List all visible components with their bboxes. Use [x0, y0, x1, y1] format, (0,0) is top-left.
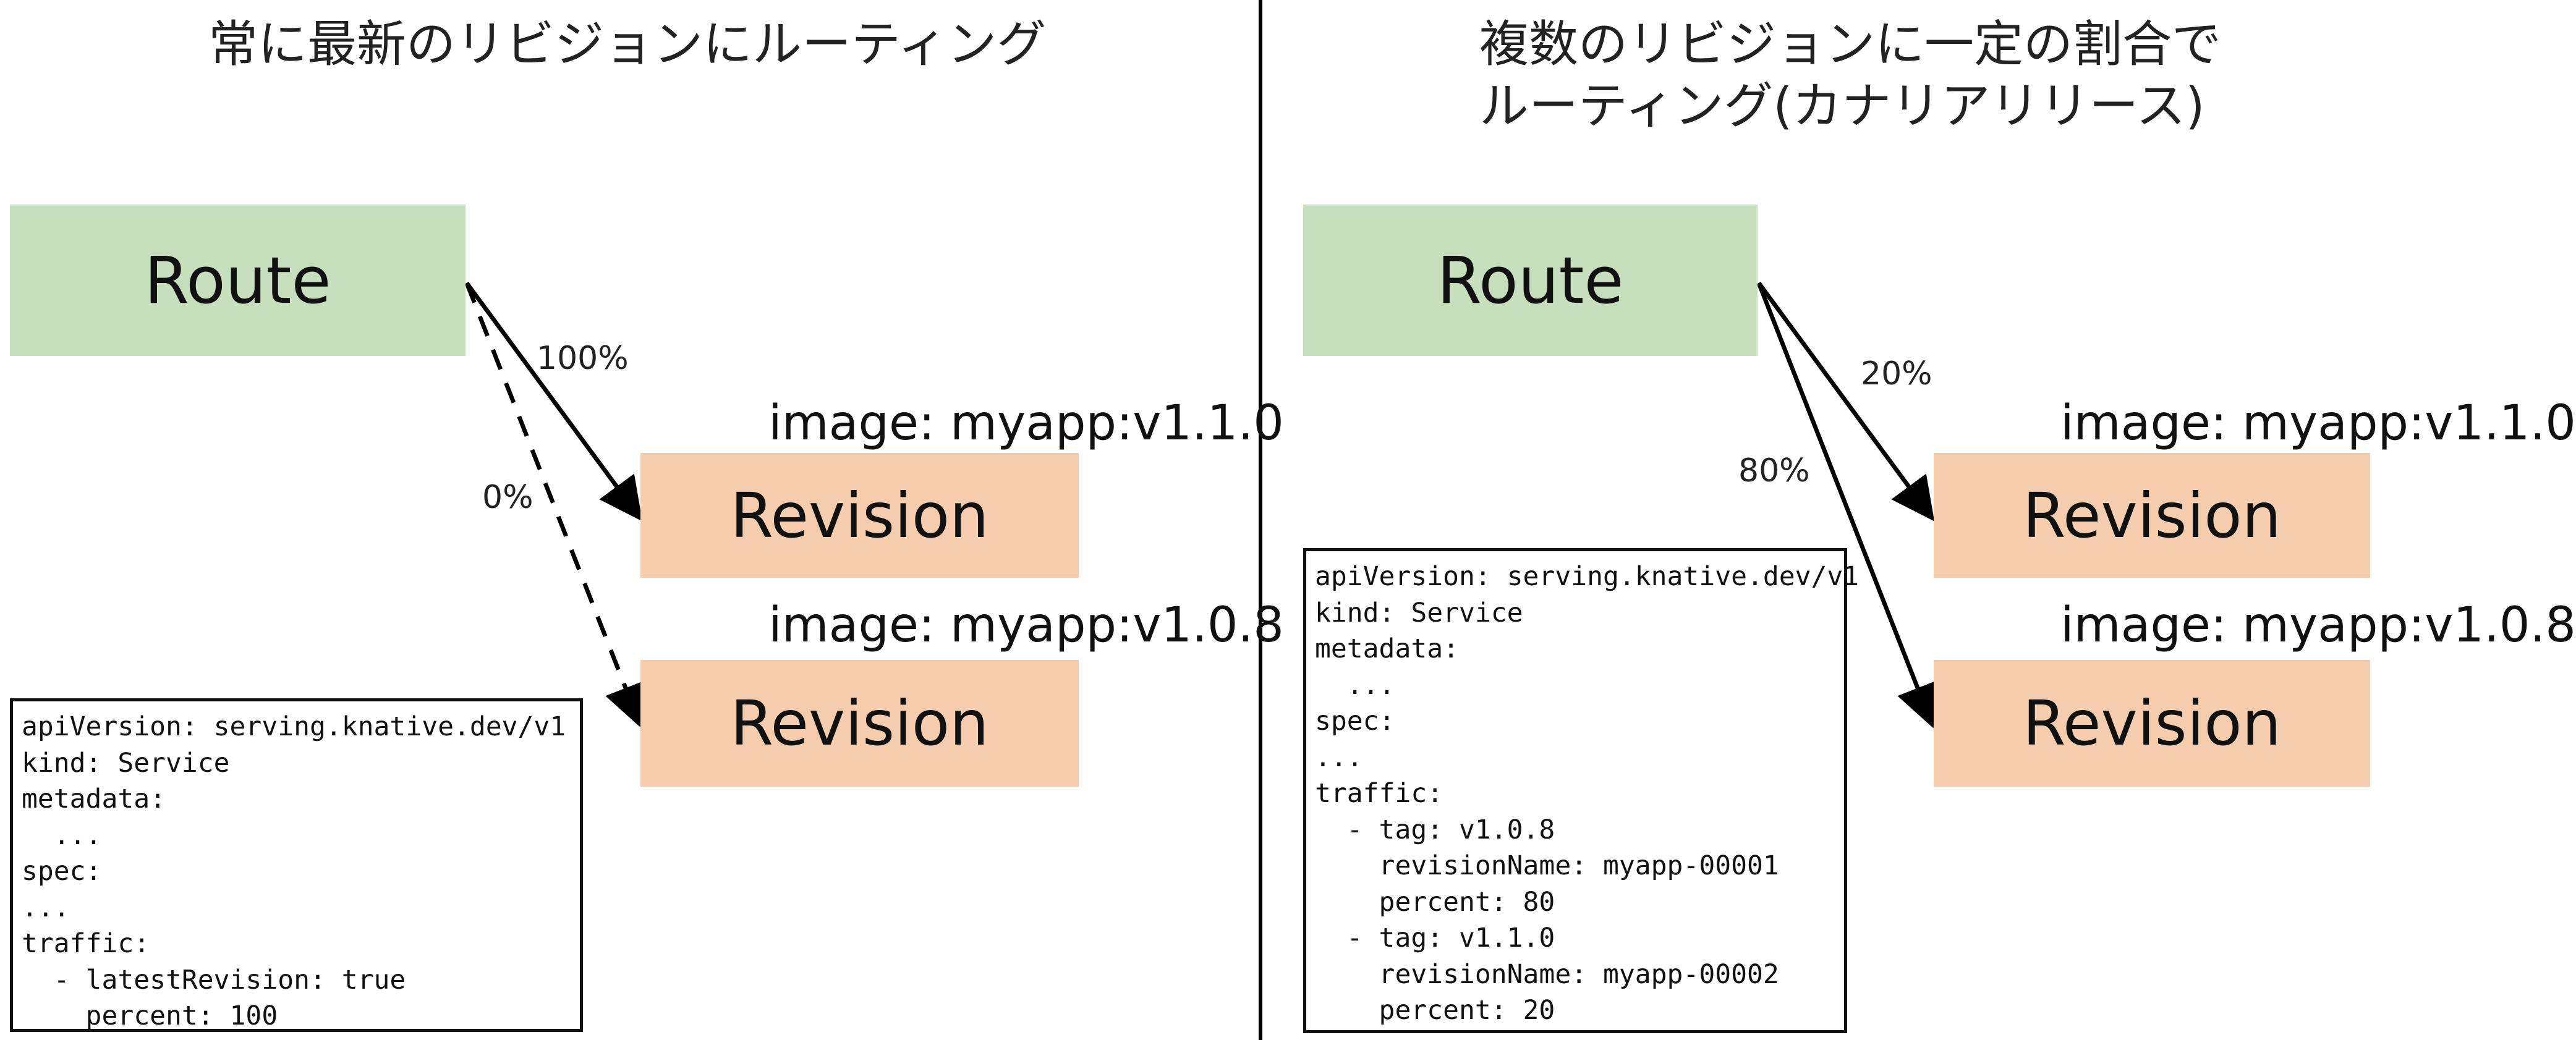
code-line: apiVersion: serving.knative.dev/v1 — [22, 711, 566, 742]
code-line: metadata: — [22, 784, 166, 814]
revision-box-v108-left: Revision — [640, 660, 1079, 787]
code-line: percent: 80 — [1315, 886, 1555, 918]
edge-label-0: 0% — [482, 479, 533, 516]
code-line: - latestRevision: true — [22, 964, 406, 996]
right-title: 複数のリビジョンに一定の割合で ルーティング(カナリアリリース) — [1479, 14, 2221, 137]
code-line: metadata: — [1315, 633, 1459, 664]
code-line: - tag: v1.1.0 — [1315, 923, 1555, 953]
revision-box-v110-right: Revision — [1934, 453, 2370, 578]
right-title-line-2: ルーティング(カナリアリリース) — [1479, 77, 2205, 135]
code-line: - tag: v1.0.8 — [1315, 814, 1555, 845]
yaml-snippet-right: apiVersion: serving.knative.dev/v1 kind:… — [1303, 548, 1860, 1033]
right-title-line-1: 複数のリビジョンに一定の割合で — [1479, 15, 2221, 73]
code-line: ... — [1315, 669, 1395, 701]
left-title-line: 常に最新のリビジョンにルーティング — [208, 15, 1047, 73]
code-line: spec: — [1315, 706, 1395, 737]
route-box-right: Route — [1303, 205, 1758, 356]
arrow-route-to-revision-v110-right — [1757, 281, 1935, 522]
code-line: revisionName: myapp-00001 — [1315, 850, 1779, 881]
code-line: traffic: — [1315, 778, 1443, 809]
code-line: apiVersion: serving.knative.dev/v1 — [1315, 561, 1860, 592]
code-line: traffic: — [22, 928, 150, 959]
code-line: percent: 20 — [1315, 995, 1555, 1026]
image-label-v110-left: image: myapp:v1.1.0 — [768, 395, 1284, 451]
arrow-route-to-revision-v110-left — [465, 281, 643, 522]
yaml-snippet-left: apiVersion: serving.knative.dev/v1 kind:… — [10, 698, 583, 1032]
code-line: ... — [1315, 742, 1363, 773]
code-line: kind: Service — [22, 747, 230, 779]
arrow-route-to-revision-v108-right — [1756, 282, 1938, 729]
edge-label-80: 80% — [1738, 452, 1810, 489]
code-line: revisionName: myapp-00002 — [1315, 958, 1779, 990]
image-label-v108-left: image: myapp:v1.0.8 — [768, 598, 1284, 653]
code-line: ... — [22, 819, 102, 851]
left-title: 常に最新のリビジョンにルーティング — [208, 14, 1046, 75]
edge-label-20: 20% — [1861, 355, 1932, 392]
code-line: spec: — [22, 856, 102, 887]
arrow-route-to-revision-v108-left — [464, 282, 646, 729]
route-box-left: Route — [10, 205, 465, 356]
panel-divider — [1259, 0, 1262, 1040]
revision-box-v108-right: Revision — [1934, 660, 2370, 787]
image-label-v108-right: image: myapp:v1.0.8 — [2060, 598, 2576, 653]
code-line: ... — [22, 892, 70, 923]
edge-label-100: 100% — [537, 340, 629, 377]
revision-box-v110-left: Revision — [640, 453, 1079, 578]
code-line: percent: 100 — [22, 1000, 278, 1031]
image-label-v110-right: image: myapp:v1.1.0 — [2060, 395, 2576, 451]
code-line: kind: Service — [1315, 597, 1523, 628]
